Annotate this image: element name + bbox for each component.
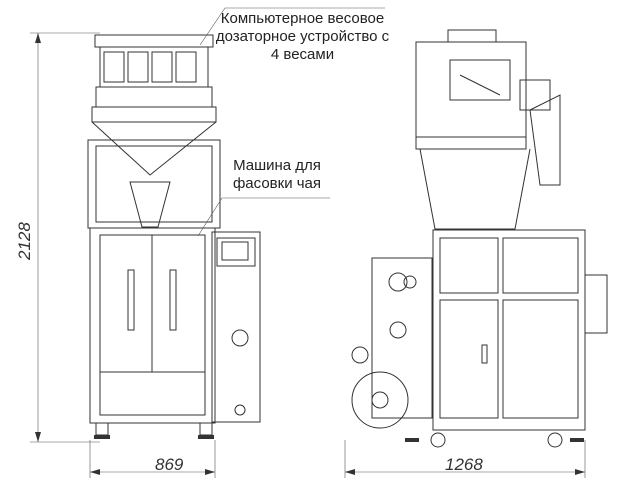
weigher-leader-line (199, 7, 385, 46)
height-value: 2128 (15, 222, 34, 261)
front-width-value: 869 (155, 455, 184, 474)
height-dimension: 2128 (15, 32, 100, 443)
side-width-value: 1268 (445, 455, 483, 474)
weigher-label: Компьютерное весовое дозаторное устройст… (215, 10, 390, 63)
front-width-dimension: 869 (89, 440, 216, 478)
machine-label: Машина для фасовки чая (232, 157, 322, 192)
machine-leader-line (197, 197, 330, 237)
side-width-dimension: 1268 (344, 440, 586, 478)
side-view (351, 29, 608, 448)
front-view (87, 34, 261, 439)
